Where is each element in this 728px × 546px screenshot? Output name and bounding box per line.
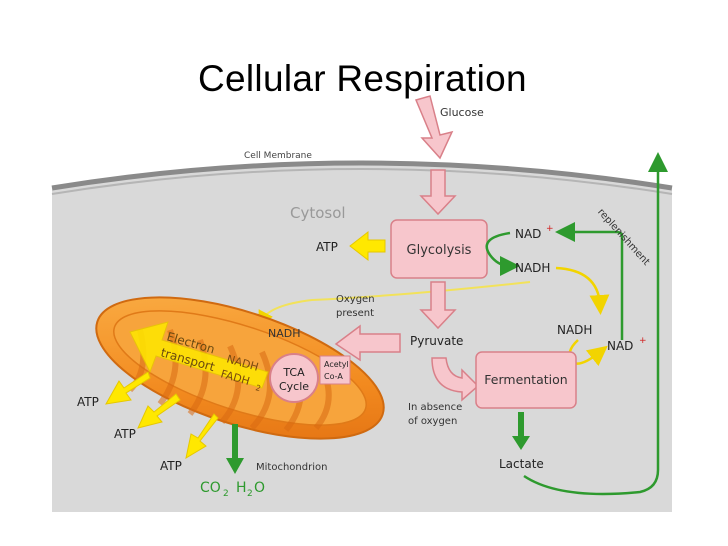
nad-nadh-loop [485, 231, 520, 276]
nadh-to-mitochondrion-arrow [258, 281, 531, 328]
fadh-subscript: 2 [254, 383, 261, 393]
nad-top-label: NAD [515, 227, 541, 241]
oxygen-present-arrow [334, 324, 401, 362]
h2o-subscript: 2 [247, 489, 253, 499]
atp-label-3: ATP [160, 459, 182, 473]
fermentation-box [475, 351, 577, 409]
mitochondrion-label: Mitochondrion [256, 462, 327, 473]
co2-label: CO [200, 480, 221, 496]
pyruvate-to-fermentation-arrow [431, 357, 480, 402]
replenishment-arrow [555, 222, 624, 340]
nadh-mito-label: NADH [268, 327, 301, 340]
acetyl-label-1: Acetyl [324, 360, 349, 369]
atp-label-1: ATP [77, 395, 99, 409]
h2o-h-label: H [236, 480, 247, 496]
nadh-to-fermentation-arrow [555, 266, 610, 315]
lactate-exit-arrow [523, 152, 668, 496]
fermentation-label: Fermentation [484, 372, 567, 387]
cell-membrane [51, 160, 673, 191]
atp-arrow-1 [105, 371, 151, 405]
tca-label-2: Cycle [279, 380, 309, 393]
h2o-o-label: O [254, 480, 265, 496]
nad-right-plus: + [639, 336, 647, 346]
acetyl-label-2: Co-A [324, 372, 343, 381]
co2-subscript: 2 [223, 489, 229, 499]
atp-arrow-2 [137, 393, 181, 429]
nad-right-label: NAD [607, 339, 633, 353]
glucose-label: Glucose [440, 106, 484, 119]
nad-top-plus: + [546, 224, 554, 234]
arrow-to-pyruvate [419, 281, 457, 330]
co2-h2o-arrow [226, 424, 244, 474]
absence-label-1: In absence [408, 402, 462, 413]
oxygen-present-label-1: Oxygen [336, 294, 375, 305]
glucose-arrow [414, 95, 454, 160]
nadh-right-label: NADH [557, 323, 592, 337]
slide-title: Cellular Respiration [198, 58, 527, 99]
oxygen-present-label-2: present [336, 308, 374, 319]
tca-cycle-circle [269, 353, 319, 403]
pyruvate-label: Pyruvate [410, 334, 463, 348]
atp-glycolysis-label: ATP [316, 240, 338, 254]
tca-label-1: TCA [282, 366, 305, 379]
acetyl-coa-box [319, 355, 351, 385]
electron-transport-arrow [129, 321, 269, 389]
atp-arrow-3 [185, 413, 219, 460]
arrow-to-glycolysis [419, 169, 457, 216]
fermentation-to-lactate-arrow [512, 412, 530, 450]
cell-membrane-label: Cell Membrane [244, 151, 312, 161]
glycolysis-label: Glycolysis [407, 243, 472, 258]
glycolysis-atp-arrow [349, 230, 386, 262]
cytosol-label: Cytosol [290, 204, 346, 222]
lactate-label: Lactate [499, 457, 544, 471]
nadh-top-label: NADH [515, 261, 550, 275]
atp-label-2: ATP [114, 427, 136, 441]
absence-label-2: of oxygen [408, 416, 457, 427]
